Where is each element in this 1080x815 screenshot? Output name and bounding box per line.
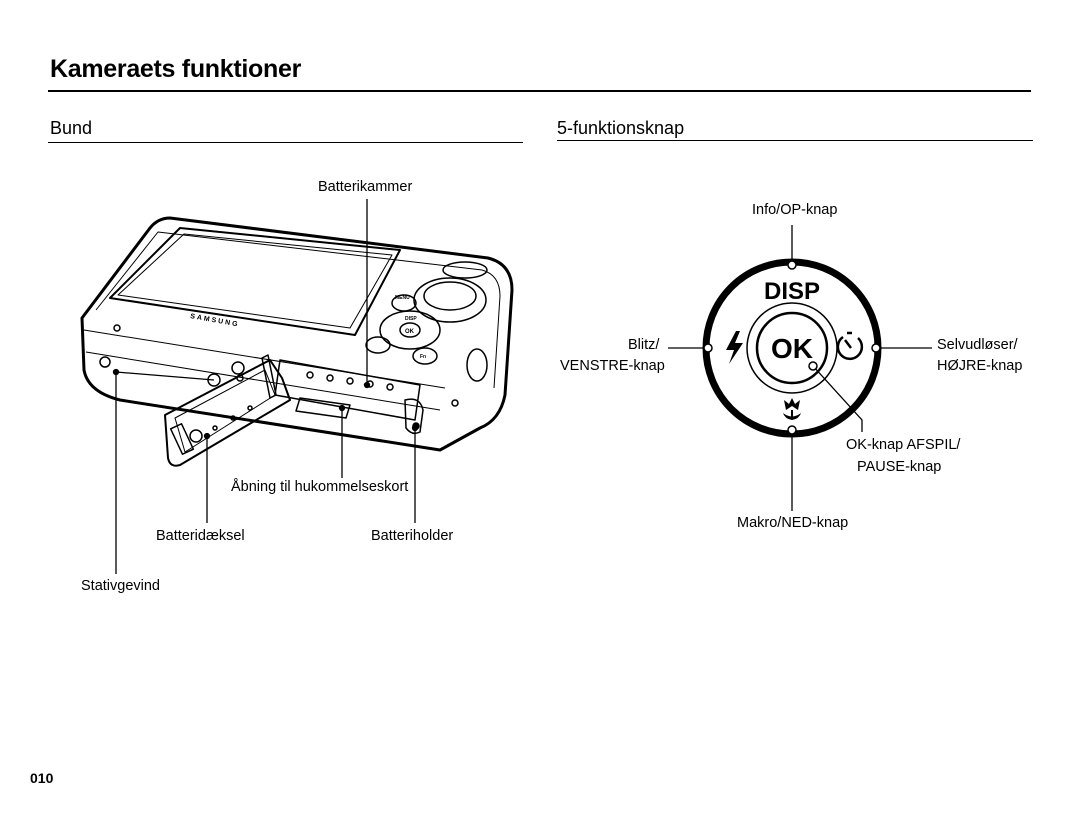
title-divider [48, 90, 1031, 92]
label-info-up: Info/OP-knap [752, 202, 838, 218]
label-tripod-socket: Stativgevind [81, 578, 160, 594]
label-flash-line2: VENSTRE-knap [560, 358, 665, 374]
label-timer-line2: HØJRE-knap [937, 358, 1023, 374]
section-divider-5-function [557, 140, 1033, 141]
section-title-bottom: Bund [50, 118, 93, 138]
label-battery-holder: Batteriholder [371, 528, 454, 544]
camera-menu-text: MENU [395, 295, 410, 301]
self-timer-icon [836, 331, 864, 361]
label-battery-cover: Batteridæksel [156, 528, 245, 544]
page-number: 010 [30, 770, 54, 786]
label-ok-line2: PAUSE-knap [857, 459, 942, 475]
camera-ok-text: OK [405, 329, 415, 335]
camera-fn-text: Fn [420, 354, 426, 360]
camera-disp-text: DISP [405, 316, 417, 322]
disp-button-text: DISP [764, 278, 820, 305]
label-flash-line1: Blitz/ [628, 337, 660, 353]
label-timer-line1: Selvudløser/ [937, 337, 1018, 353]
five-function-button-illustration: DISP OK [668, 225, 932, 511]
label-macro-down: Makro/NED-knap [737, 515, 849, 531]
macro-icon [783, 398, 801, 420]
label-battery-compartment: Batterikammer [318, 179, 413, 195]
camera-bottom-illustration: SAMSUNG MENU DISP OK Fn [80, 199, 514, 574]
flash-icon [726, 331, 743, 364]
section-title-5-function: 5-funktionsknap [557, 118, 685, 138]
label-memory-card-slot: Åbning til hukommelseskort [231, 479, 409, 495]
camera-brand-text: SAMSUNG [190, 313, 240, 329]
page-title: Kameraets funktioner [50, 55, 302, 83]
ok-button-text: OK [771, 333, 813, 364]
label-ok-line1: OK-knap AFSPIL/ [846, 437, 961, 453]
section-divider-bottom [48, 142, 523, 143]
